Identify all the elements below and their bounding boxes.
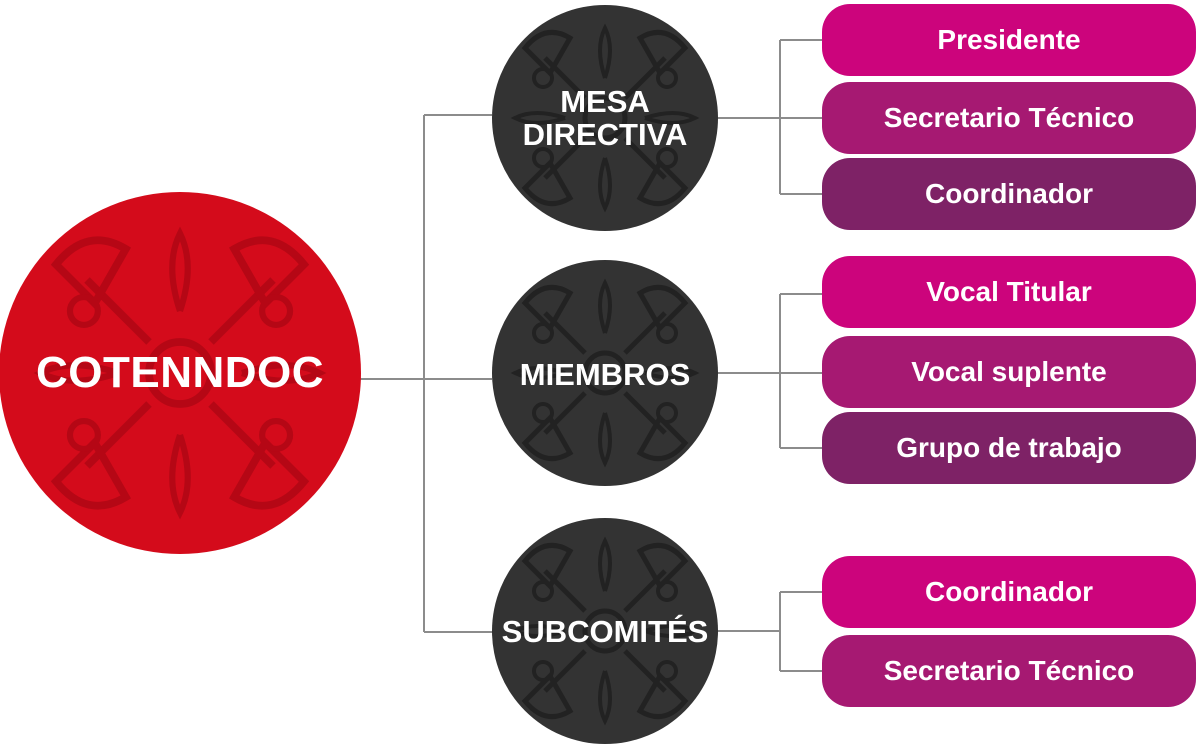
- role-pill-vocal-suplente: Vocal suplente: [822, 336, 1196, 408]
- role-pill-grupo-de-trabajo: Grupo de trabajo: [822, 412, 1196, 484]
- role-pill-presidente: Presidente: [822, 4, 1196, 76]
- connector-lines: [360, 39, 822, 672]
- node-label-mesa-directiva: MESA DIRECTIVA: [492, 84, 718, 152]
- node-label-line: MESA: [560, 84, 650, 119]
- root-node: [0, 192, 361, 554]
- node-miembros: [492, 260, 718, 486]
- node-label-miembros: MIEMBROS: [492, 356, 718, 392]
- root-label: COTENNDOC: [35, 348, 325, 397]
- role-pill-secretario-tecnico: Secretario Técnico: [822, 82, 1196, 154]
- node-mesa-directiva: [492, 5, 718, 231]
- node-label-line: SUBCOMITÉS: [501, 613, 709, 649]
- node-subcomites: [492, 518, 718, 744]
- node-label-line: MIEMBROS: [519, 356, 691, 392]
- role-pill-secretario-tecnico: Secretario Técnico: [822, 635, 1196, 707]
- role-pill-coordinador: Coordinador: [822, 556, 1196, 628]
- node-label-line: DIRECTIVA: [522, 117, 688, 152]
- role-pill-coordinador: Coordinador: [822, 158, 1196, 230]
- node-label-subcomites: SUBCOMITÉS: [484, 613, 726, 649]
- role-pill-vocal-titular: Vocal Titular: [822, 256, 1196, 328]
